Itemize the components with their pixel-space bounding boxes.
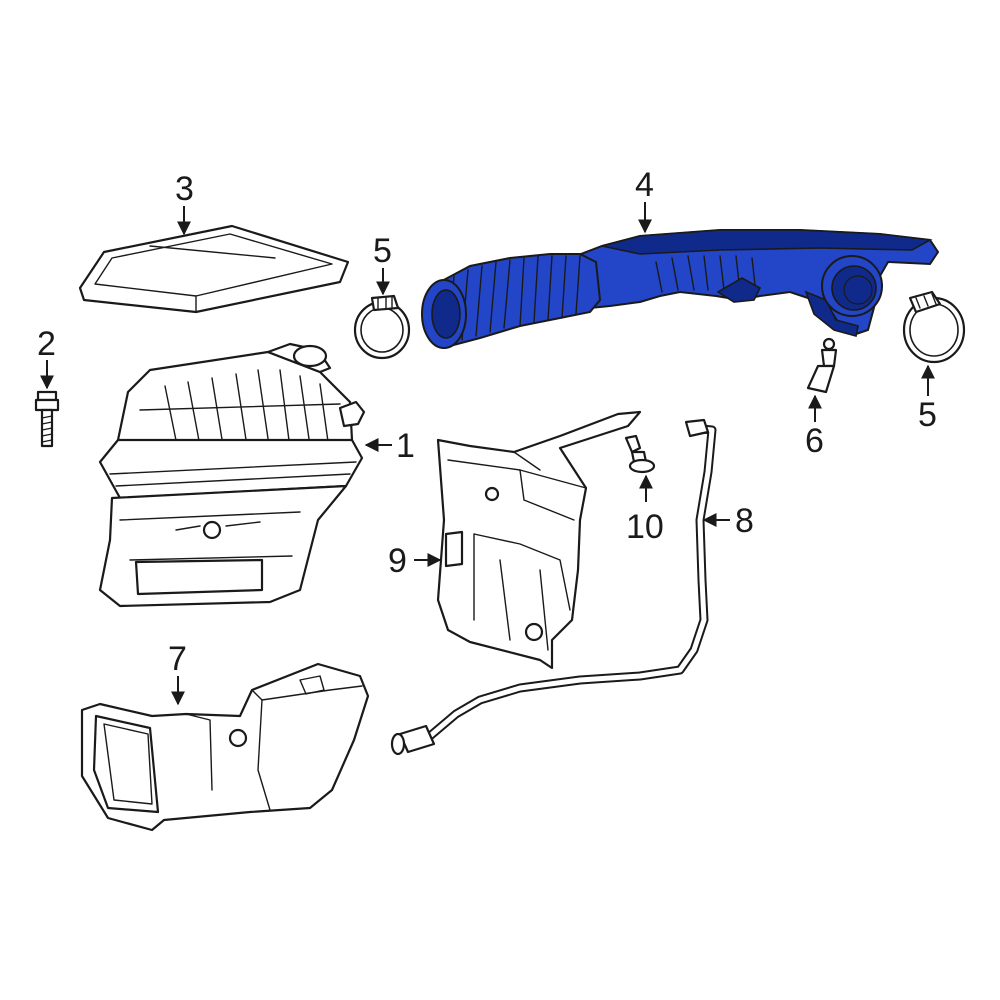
sensor [806,337,838,394]
callout-4: 4 [635,166,654,204]
air-inlet-duct [421,229,940,349]
callout-10: 10 [626,508,664,546]
callout-leaders [40,202,935,706]
bolt [34,390,60,448]
vent-hose [390,418,717,756]
callout-3: 3 [175,170,194,208]
air-cleaner-housing [98,342,366,608]
callout-7: 7 [168,640,187,678]
callout-8: 8 [735,502,754,540]
callout-2: 2 [37,325,56,363]
heat-shield [436,410,642,670]
callout-9: 9 [388,542,407,580]
hose-clamp-right [902,290,966,364]
callout-5-right: 5 [918,396,937,434]
air-filter-element [78,224,350,314]
callout-6: 6 [805,422,824,460]
callout-5-left: 5 [373,232,392,270]
air-intake-duct [80,662,370,832]
hose-clamp-left [353,294,411,360]
push-pin-retainer [624,434,656,474]
callout-1: 1 [396,427,415,465]
